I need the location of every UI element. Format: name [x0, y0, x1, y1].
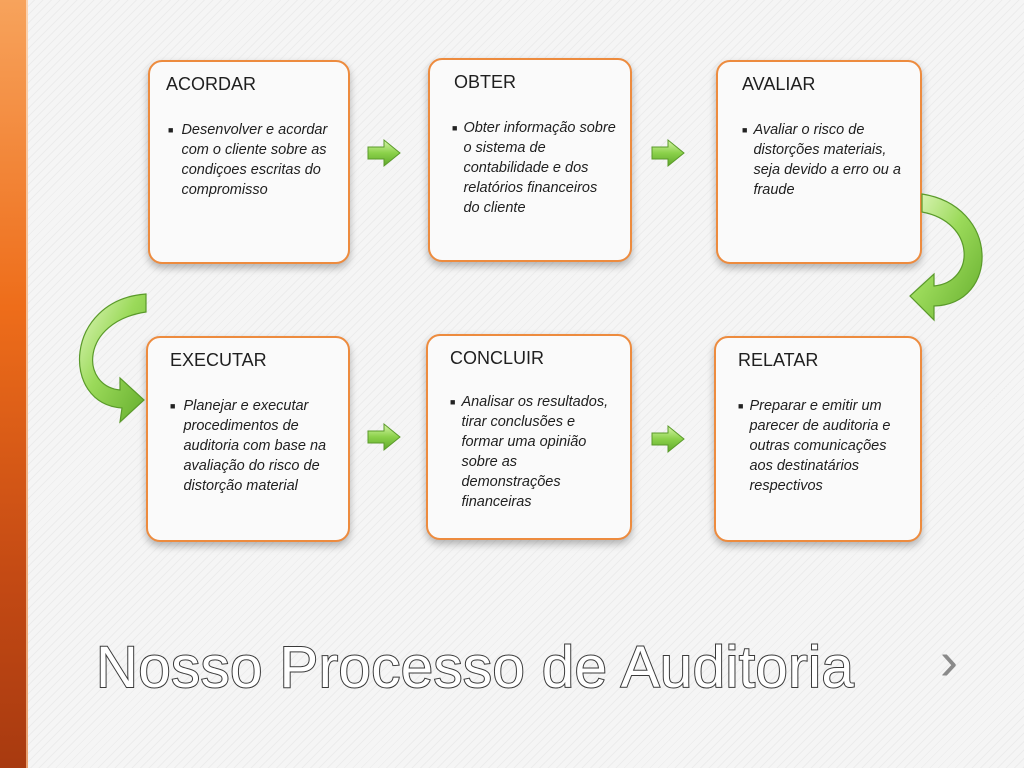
step-title: AVALIAR: [742, 74, 816, 94]
step-box-avaliar: AVALIAR ■ Avaliar o risco de distorções …: [716, 60, 922, 264]
step-title: OBTER: [454, 72, 517, 92]
step-item: ■ Planejar e executar procedimentos de a…: [170, 396, 334, 496]
step-text: Preparar e emitir um parecer de auditori…: [749, 398, 891, 494]
right-arrow-icon: [651, 138, 685, 168]
step-box-executar: EXECUTAR ■ Planejar e executar procedime…: [146, 336, 350, 542]
bullet-icon: ■: [450, 397, 456, 407]
chevron-right-icon[interactable]: ›: [940, 631, 958, 691]
bullet-icon: ■: [738, 401, 744, 411]
step-item: ■ Analisar os resultados, tirar conclusõ…: [450, 392, 616, 512]
curved-arrow-icon: [78, 293, 147, 424]
step-title: EXECUTAR: [170, 350, 267, 370]
step-item: ■ Avaliar o risco de distorções materiai…: [742, 120, 906, 200]
right-arrow-icon: [367, 422, 401, 452]
side-accent-bar: [0, 0, 26, 768]
step-box-obter: OBTER ■ Obter informação sobre o sistema…: [428, 58, 632, 262]
step-text: Avaliar o risco de distorções materiais,…: [753, 122, 901, 198]
step-title: ACORDAR: [166, 74, 257, 94]
bullet-icon: ■: [168, 125, 174, 135]
step-item: ■ Obter informação sobre o sistema de co…: [452, 118, 616, 218]
step-box-concluir: CONCLUIR ■ Analisar os resultados, tirar…: [426, 334, 632, 540]
step-text: Analisar os resultados, tirar conclusões…: [461, 394, 609, 510]
step-box-relatar: RELATAR ■ Preparar e emitir um parecer d…: [714, 336, 922, 542]
bullet-icon: ■: [170, 401, 176, 411]
side-accent-edge: [26, 0, 28, 768]
bullet-icon: ■: [452, 123, 458, 133]
step-title: RELATAR: [738, 350, 819, 370]
right-arrow-icon: [651, 424, 685, 454]
bullet-icon: ■: [742, 125, 748, 135]
step-title: CONCLUIR: [450, 348, 545, 368]
curved-arrow-icon: [909, 193, 983, 322]
step-text: Desenvolver e acordar com o cliente sobr…: [181, 122, 328, 198]
right-arrow-icon: [367, 138, 401, 168]
step-text: Obter informação sobre o sistema de cont…: [463, 120, 616, 216]
step-text: Planejar e executar procedimentos de aud…: [183, 398, 327, 494]
step-item: ■ Preparar e emitir um parecer de audito…: [738, 396, 906, 496]
slide-title: Nosso Processo de Auditoria: [95, 634, 855, 701]
step-item: ■ Desenvolver e acordar com o cliente so…: [168, 120, 334, 200]
step-box-acordar: ACORDAR ■ Desenvolver e acordar com o cl…: [148, 60, 350, 264]
